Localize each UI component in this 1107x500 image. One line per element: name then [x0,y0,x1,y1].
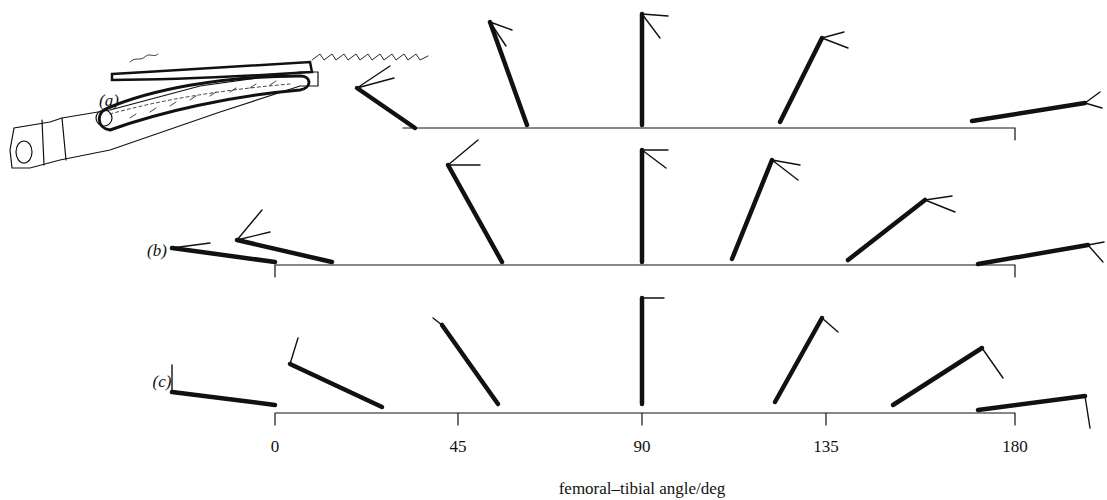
tick-value: 90 [634,438,651,455]
tick-value: 45 [450,438,467,455]
panel-letter: (b) [147,242,167,259]
axis-title: femoral–tibial angle/deg [559,480,726,497]
locust-leg-sketch [10,54,428,168]
panel-letter: (c) [153,373,172,390]
panel-letter: (a) [99,92,119,109]
leg-positions-c [172,298,1090,428]
leg-positions-a [357,14,1102,128]
tick-value: 135 [813,438,839,455]
leg-positions-b [172,140,1104,264]
tick-value: 0 [271,438,280,455]
angle-axes [275,128,1015,425]
tick-value: 180 [1002,438,1028,455]
